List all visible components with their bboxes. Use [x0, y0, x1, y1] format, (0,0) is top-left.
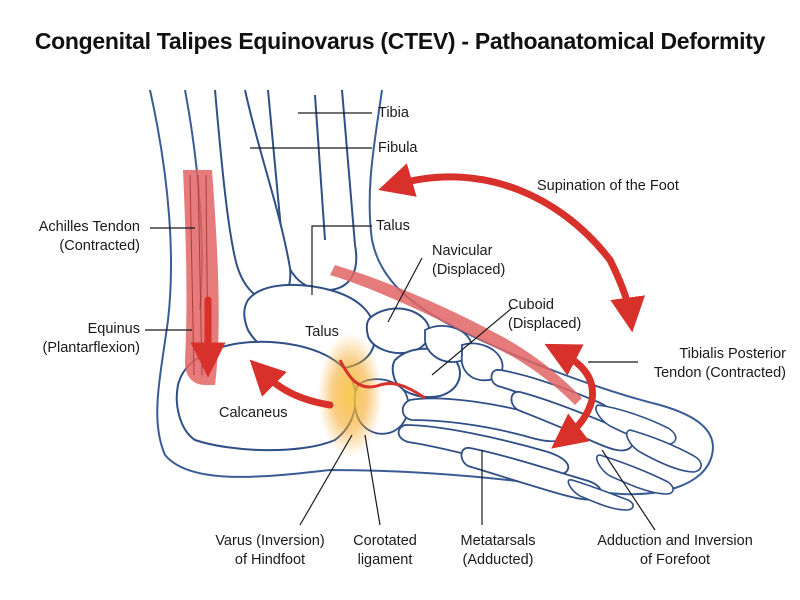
label-equinus: Equinus (Plantarflexion)	[42, 321, 140, 356]
label-calcaneus: Calcaneus	[219, 405, 288, 421]
label-achilles-tendon: Achilles Tendon (Contracted)	[38, 219, 140, 254]
label-tibia: Tibia	[378, 105, 409, 121]
page-title: Congenital Talipes Equinovarus (CTEV) - …	[34, 28, 766, 54]
label-tibialis-posterior: Tibialis Posterior Tendon (Contracted)	[653, 346, 786, 381]
label-adduction-inversion: Adduction and Inversion of Forefoot	[597, 533, 753, 568]
deformity-arrows	[190, 163, 646, 449]
label-varus: Varus (Inversion) of Hindfoot	[215, 533, 325, 568]
label-talus-top: Talus	[376, 218, 410, 234]
label-fibula: Fibula	[378, 140, 418, 156]
calcaneus-arrow	[249, 359, 334, 409]
toe-phalanges	[567, 404, 702, 511]
corotated-ligament	[338, 359, 426, 400]
label-metatarsals: Metatarsals (Adducted)	[460, 533, 536, 568]
label-supination: Supination of the Foot	[537, 178, 679, 194]
joint-glow	[318, 333, 382, 457]
label-corotated-ligament: Corotated ligament	[353, 533, 417, 568]
navicular-bone	[365, 307, 431, 354]
label-navicular: Navicular (Displaced)	[432, 243, 506, 278]
forefoot-arrow	[544, 343, 597, 449]
label-cuboid: Cuboid (Displaced)	[508, 297, 582, 332]
label-talus-inner: Talus	[305, 324, 339, 340]
leader-lines	[145, 112, 656, 531]
tibialis-posterior-tendon	[330, 265, 582, 405]
supination-arrow	[378, 163, 646, 333]
achilles-tendon	[183, 170, 219, 385]
